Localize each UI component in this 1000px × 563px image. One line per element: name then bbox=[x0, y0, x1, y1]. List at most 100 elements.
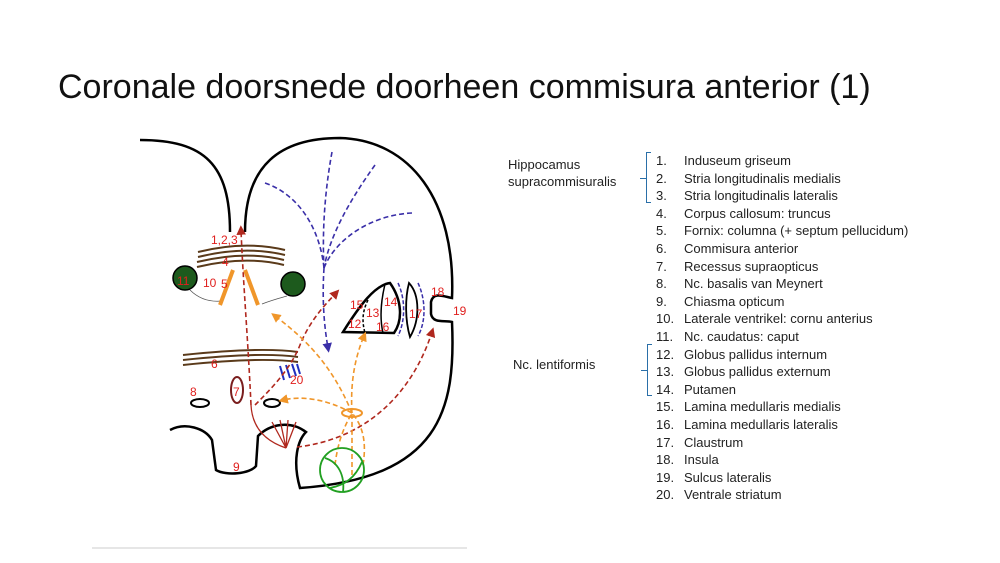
recessus-supraopticus bbox=[230, 376, 244, 404]
legend-item: 16. Lamina medullaris lateralis bbox=[656, 416, 908, 434]
legend-item: 9. Chiasma opticum bbox=[656, 293, 908, 311]
label-12: 12 bbox=[348, 317, 362, 331]
label-1-2-3: 1,2,3 bbox=[211, 233, 238, 247]
red-solid-tract bbox=[250, 404, 297, 449]
legend-text: Nc. caudatus: caput bbox=[684, 328, 799, 344]
legend-item: 7. Recessus supraopticus bbox=[656, 258, 908, 276]
legend-list: 1. Induseum griseum 2. Stria longitudinalis… bbox=[656, 152, 908, 504]
ventricle-lines bbox=[189, 289, 288, 305]
legend-item: 17. Claustrum bbox=[656, 434, 908, 452]
legend-item: 14. Putamen bbox=[656, 381, 908, 399]
legend-number: 15. bbox=[656, 399, 675, 415]
legend-number: 7. bbox=[656, 258, 667, 274]
legend-number: 3. bbox=[656, 188, 667, 204]
group-label-lentiformis: Nc. lentiformis bbox=[513, 357, 596, 372]
legend-number: 20. bbox=[656, 487, 675, 503]
legend-item: 10. Laterale ventrikel: cornu anterius bbox=[656, 310, 908, 328]
label-13: 13 bbox=[366, 306, 380, 320]
label-6: 6 bbox=[211, 357, 218, 371]
legend-text: Chiasma opticum bbox=[684, 293, 785, 309]
brain-outline bbox=[139, 136, 454, 490]
ventral-striatum-lines bbox=[279, 363, 301, 381]
caudate-nucleus-right bbox=[280, 271, 306, 297]
legend-text: Claustrum bbox=[684, 434, 744, 450]
legend-text: Sulcus lateralis bbox=[684, 469, 772, 485]
group-label-hippocampus: Hippocamus supracommisuralis bbox=[508, 157, 617, 189]
legend-item: 20. Ventrale striatum bbox=[656, 486, 908, 504]
legend-item: 13. Globus pallidus externum bbox=[656, 363, 908, 381]
legend-number: 9. bbox=[656, 293, 667, 309]
label-4: 4 bbox=[222, 255, 229, 269]
legend-item: 4. Corpus callosum: truncus bbox=[656, 205, 908, 223]
legend-number: 10. bbox=[656, 311, 675, 327]
legend-number: 11. bbox=[656, 328, 674, 344]
orange-tracts bbox=[271, 313, 367, 476]
label-18: 18 bbox=[431, 285, 445, 299]
legend-text: Recessus supraopticus bbox=[684, 258, 819, 274]
legend-text: Nc. basalis van Meynert bbox=[684, 276, 823, 292]
legend-text: Putamen bbox=[684, 381, 737, 397]
legend-number: 17. bbox=[656, 434, 675, 450]
legend-item: 15. Lamina medullaris medialis bbox=[656, 398, 908, 416]
label-16: 16 bbox=[376, 320, 390, 334]
diagram-labels: 1,2,3 4 5 10 11 6 7 8 9 20 15 13 14 12 1… bbox=[177, 233, 467, 474]
legend-number: 13. bbox=[656, 364, 675, 380]
bracket-lentiformis bbox=[641, 344, 652, 396]
label-17: 17 bbox=[409, 307, 423, 321]
commissura-anterior bbox=[182, 348, 299, 366]
legend-number: 2. bbox=[656, 170, 667, 186]
label-5: 5 bbox=[221, 277, 228, 291]
orange-nucleus bbox=[341, 408, 363, 418]
label-11: 11 bbox=[177, 274, 190, 288]
legend-number: 6. bbox=[656, 240, 667, 256]
caudate-nucleus-left bbox=[172, 265, 198, 291]
legend-number: 19. bbox=[656, 469, 675, 485]
legend-item: 11. Nc. caudatus: caput bbox=[656, 328, 908, 346]
legend-text: Stria longitudinalis medialis bbox=[684, 170, 841, 186]
legend-item: 19. Sulcus lateralis bbox=[656, 469, 908, 487]
legend-number: 4. bbox=[656, 205, 667, 221]
label-20: 20 bbox=[290, 373, 304, 387]
legend-text: Lamina medullaris lateralis bbox=[684, 416, 838, 432]
label-8: 8 bbox=[190, 385, 197, 399]
slide-title: Coronale doorsnede doorheen commisura an… bbox=[58, 68, 871, 106]
legend-number: 5. bbox=[656, 223, 667, 239]
legend-number: 18. bbox=[656, 452, 675, 468]
legend-text: Stria longitudinalis lateralis bbox=[684, 188, 838, 204]
legend-number: 12. bbox=[656, 346, 675, 362]
legend-item: 18. Insula bbox=[656, 451, 908, 469]
claustrum-laminae bbox=[397, 282, 425, 337]
legend-number: 8. bbox=[656, 276, 667, 292]
legend-text: Lamina medullaris medialis bbox=[684, 399, 841, 415]
legend-item: 5. Fornix: columna (+ septum pellucidum) bbox=[656, 222, 908, 240]
label-9: 9 bbox=[233, 460, 240, 474]
label-7: 7 bbox=[233, 385, 240, 399]
blue-tracts bbox=[264, 151, 413, 353]
legend-item: 3. Stria longitudinalis lateralis bbox=[656, 187, 908, 205]
fornix-columns bbox=[218, 269, 260, 306]
legend-text: Insula bbox=[684, 452, 719, 468]
label-10: 10 bbox=[203, 276, 217, 290]
label-19: 19 bbox=[453, 304, 467, 318]
legend-item: 1. Induseum griseum bbox=[656, 152, 908, 170]
legend-text: Corpus callosum: truncus bbox=[684, 205, 831, 221]
legend-number: 1. bbox=[656, 153, 667, 168]
legend-number: 16. bbox=[656, 416, 675, 432]
legend-text: Induseum griseum bbox=[684, 153, 791, 168]
legend-text: Laterale ventrikel: cornu anterius bbox=[684, 311, 873, 327]
legend-number: 14. bbox=[656, 381, 675, 397]
legend-text: Globus pallidus internum bbox=[684, 346, 828, 362]
legend-text: Fornix: columna (+ septum pellucidum) bbox=[684, 223, 909, 239]
legend-text: Ventrale striatum bbox=[684, 487, 782, 503]
legend-item: 2. Stria longitudinalis medialis bbox=[656, 170, 908, 188]
label-14: 14 bbox=[384, 295, 398, 309]
legend-item: 8. Nc. basalis van Meynert bbox=[656, 275, 908, 293]
legend-text: Commisura anterior bbox=[684, 240, 799, 256]
amygdala bbox=[319, 447, 365, 493]
legend-item: 12. Globus pallidus internum bbox=[656, 346, 908, 364]
legend-text: Globus pallidus externum bbox=[684, 364, 831, 380]
bracket-hippocampus bbox=[640, 152, 651, 203]
corpus-callosum bbox=[196, 244, 286, 268]
red-tracts bbox=[236, 225, 436, 448]
